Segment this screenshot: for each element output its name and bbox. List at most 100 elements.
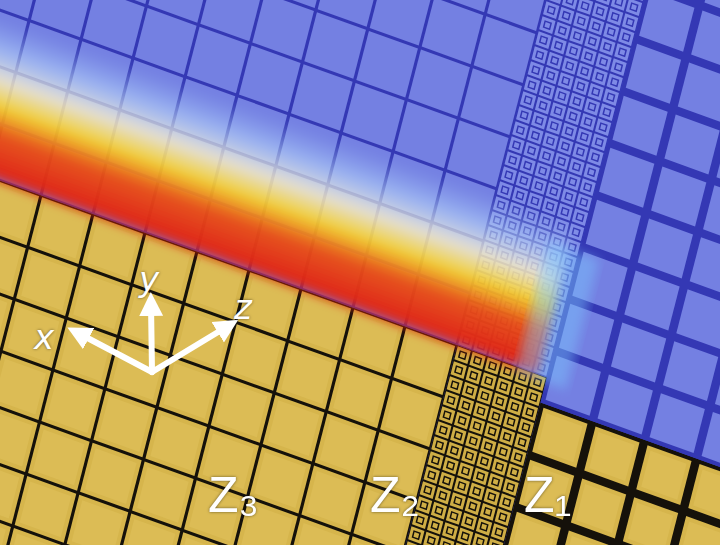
unit-cell: [469, 483, 485, 501]
inner-square: [588, 103, 596, 111]
inner-square: [507, 418, 515, 426]
inner-square: [485, 377, 493, 385]
tile-pad: [295, 296, 347, 352]
inner-square: [515, 453, 523, 461]
unit-cell: [611, 323, 666, 383]
unit-cell: [550, 37, 566, 55]
inner-square: [543, 87, 551, 95]
inner-square: [592, 153, 600, 161]
tile-pad: [0, 515, 6, 545]
inner-square: [517, 126, 525, 134]
inner-square: [530, 393, 538, 401]
unit-cell: [678, 63, 720, 123]
inner-square: [476, 538, 484, 545]
inner-square: [581, 67, 589, 75]
inner-square: [491, 543, 499, 545]
unit-cell: [454, 477, 470, 495]
unit-cell: [527, 127, 543, 145]
unit-cell: [650, 393, 705, 453]
inner-square: [503, 498, 511, 506]
unit-cell: [523, 142, 539, 160]
inner-square: [520, 111, 528, 119]
glow-fringe: [516, 242, 599, 390]
unit-cell: [638, 219, 693, 279]
tile-pad: [87, 221, 139, 277]
unit-cell: [420, 481, 436, 499]
inner-square: [580, 133, 588, 141]
unit-cell: [547, 0, 563, 4]
unit-cell: [571, 479, 626, 539]
unit-cell: [583, 163, 599, 181]
inner-square: [561, 208, 569, 216]
inner-square: [539, 167, 547, 175]
unit-cell: [577, 0, 593, 15]
inner-square: [599, 123, 607, 131]
tile-pad: [6, 533, 58, 545]
unit-cell: [491, 523, 507, 541]
unit-cell: [588, 83, 604, 101]
unit-cell: [502, 478, 518, 496]
inner-square: [592, 88, 600, 96]
axis-label: x: [34, 320, 54, 354]
inner-square: [589, 37, 597, 45]
inner-square: [450, 512, 458, 520]
inner-square: [535, 182, 543, 190]
unit-cell: [576, 128, 592, 146]
unit-cell: [531, 112, 547, 130]
inner-square: [562, 77, 570, 85]
unit-cell: [580, 113, 596, 131]
unit-cell: [487, 0, 549, 31]
unit-cell: [595, 118, 611, 136]
unit-cell: [572, 143, 588, 161]
inner-square: [566, 0, 574, 5]
unit-cell: [596, 0, 612, 5]
unit-cell: [446, 507, 462, 525]
inner-square: [485, 442, 493, 450]
inner-square: [604, 43, 612, 51]
tile-pad: [85, 448, 137, 504]
unit-cell: [431, 502, 447, 520]
inner-square: [500, 448, 508, 456]
unit-cell: [576, 193, 592, 211]
inner-square: [540, 36, 548, 44]
inner-square: [569, 112, 577, 120]
unit-cell: [651, 167, 706, 227]
unit-cell: [457, 528, 473, 545]
unit-cell: [457, 462, 473, 480]
unit-cell: [423, 532, 439, 545]
unit-cell: [435, 487, 451, 505]
unit-cell: [558, 7, 574, 25]
unit-cell: [96, 0, 158, 4]
unit-cell: [614, 43, 630, 61]
unit-cell: [599, 148, 654, 208]
inner-square: [443, 411, 451, 419]
inner-square: [420, 501, 428, 509]
unit-cell: [454, 412, 470, 430]
unit-cell: [484, 488, 500, 506]
unit-cell: [688, 464, 720, 524]
unit-cell: [469, 417, 485, 435]
unit-cell: [511, 383, 527, 401]
unit-cell: [476, 453, 492, 471]
tile-pad: [35, 203, 87, 259]
tile-pad: [563, 536, 608, 545]
unit-cell: [439, 472, 455, 490]
tile-pad: [347, 315, 399, 371]
tile-pad: [628, 503, 673, 545]
unit-cell: [592, 3, 608, 21]
unit-cell: [0, 0, 41, 18]
inner-square: [496, 463, 504, 471]
inner-square: [550, 122, 558, 130]
unit-cell: [450, 427, 466, 445]
tile-pad: [216, 382, 268, 438]
unit-cell: [569, 27, 585, 45]
inner-square: [451, 447, 459, 455]
inner-square: [569, 178, 577, 186]
inner-square: [511, 468, 519, 476]
inner-square: [577, 148, 585, 156]
inner-square: [458, 482, 466, 490]
inner-square: [473, 422, 481, 430]
tile-pad: [345, 542, 397, 545]
unit-cell: [612, 96, 667, 156]
unit-cell: [480, 438, 496, 456]
